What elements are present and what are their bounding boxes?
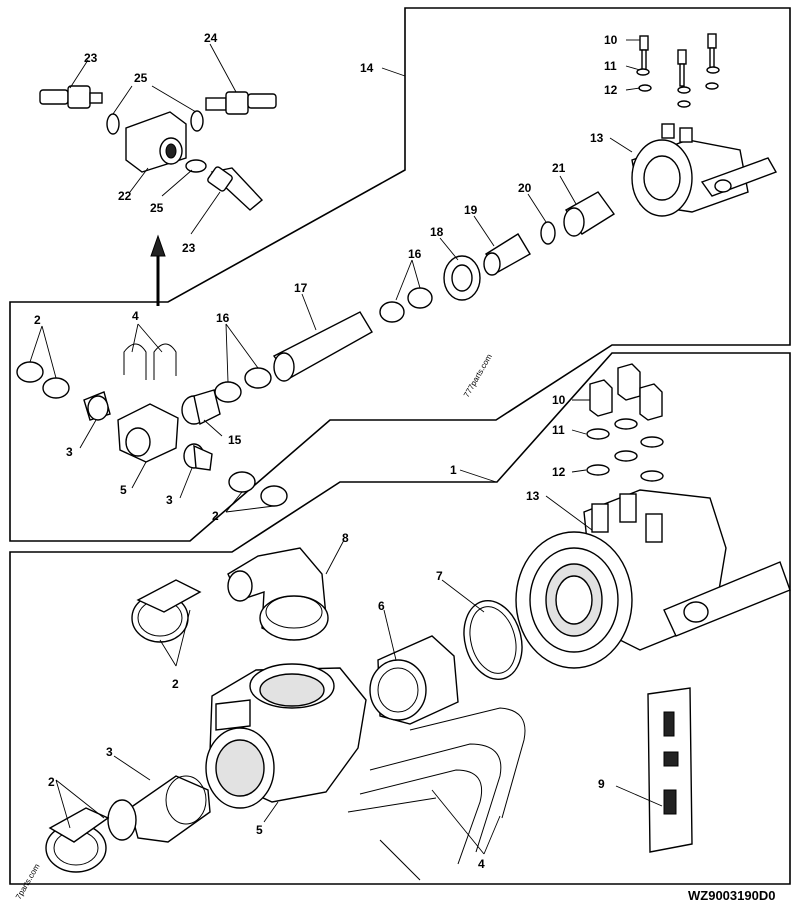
callout-16: 16	[216, 311, 230, 325]
callout-17: 17	[294, 281, 308, 295]
callout-21: 21	[552, 161, 566, 175]
callout-14: 14	[360, 61, 374, 75]
frame-upper	[9, 7, 791, 542]
callout-19: 19	[464, 203, 478, 217]
callout-2: 2	[34, 313, 41, 327]
callout-25: 25	[150, 201, 164, 215]
callout-1: 1	[450, 463, 457, 477]
callout-13: 13	[526, 489, 540, 503]
leader-lines	[29, 39, 663, 855]
frame-lower	[9, 352, 791, 885]
detail-arrow-head	[150, 234, 166, 257]
callout-3: 3	[106, 745, 113, 759]
callout-2: 2	[48, 775, 55, 789]
callout-24: 24	[204, 31, 218, 45]
callout-13: 13	[590, 131, 604, 145]
callout-12: 12	[604, 83, 618, 97]
valve-tee-upper	[16, 343, 288, 507]
callout-10: 10	[604, 33, 618, 47]
callout-11: 11	[604, 59, 617, 73]
tee-assembly-detail	[39, 85, 277, 211]
callout-12: 12	[552, 465, 566, 479]
callout-18: 18	[430, 225, 444, 239]
callout-23: 23	[84, 51, 98, 65]
callout-16: 16	[408, 247, 422, 261]
callout-22: 22	[118, 189, 132, 203]
valve-large	[515, 363, 791, 669]
callout-10: 10	[552, 393, 566, 407]
callout-3: 3	[66, 445, 73, 459]
callout-4: 4	[478, 857, 485, 871]
callout-9: 9	[598, 777, 605, 791]
valve-tee-lower	[45, 547, 693, 881]
callout-25: 25	[134, 71, 148, 85]
callout-11: 11	[552, 423, 565, 437]
valve-small	[631, 33, 778, 217]
fitting-chain-top	[272, 191, 616, 382]
callout-6: 6	[378, 599, 385, 613]
callout-23: 23	[182, 241, 196, 255]
callout-5: 5	[120, 483, 127, 497]
callout-5: 5	[256, 823, 263, 837]
callout-3: 3	[166, 493, 173, 507]
watermark: 777parts.com	[462, 352, 494, 399]
callout-7: 7	[436, 569, 443, 583]
diagram-code: WZ9003190D0	[688, 888, 775, 903]
callout-2: 2	[212, 509, 219, 523]
callout-4: 4	[132, 309, 139, 323]
watermark-corner: 7parts.com	[14, 862, 42, 901]
callout-20: 20	[518, 181, 532, 195]
callout-2: 2	[172, 677, 179, 691]
callout-8: 8	[342, 531, 349, 545]
callout-15: 15	[228, 433, 242, 447]
